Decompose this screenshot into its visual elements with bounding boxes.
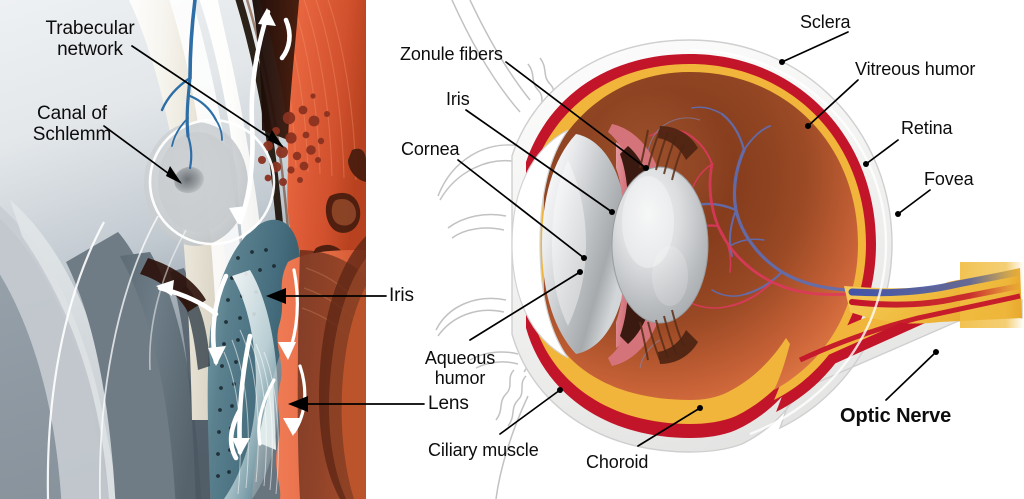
label-choroid: Choroid [586,452,649,472]
left-panel-artwork [0,0,366,499]
label-zonule-fibers: Zonule fibers [400,44,503,64]
label-lens: Lens [428,393,469,414]
label-iris-middle: Iris [389,285,414,306]
label-cornea: Cornea [401,139,460,159]
label-optic-nerve: Optic Nerve [840,405,952,427]
label-iris-right: Iris [446,89,470,109]
label-trabecular-network: Trabecular network [45,18,135,61]
label-vitreous-humor: Vitreous humor [855,59,976,79]
canal-of-schlemm-lumen [174,166,204,194]
label-ciliary-muscle: Ciliary muscle [428,440,539,460]
leader-arrowheads [166,130,308,412]
flow-arrow-heads [156,8,276,456]
pigment-granules [258,93,330,186]
label-canal-of-schlemm: Canal of Schlemm [32,103,112,146]
leader-dots [557,59,939,411]
label-aqueous-humor: Aqueous humor [424,348,496,389]
leader-lines [103,31,937,447]
label-sclera: Sclera [800,12,851,32]
label-retina: Retina [901,118,953,138]
label-fovea: Fovea [924,169,974,189]
right-panel-artwork [435,0,1024,499]
